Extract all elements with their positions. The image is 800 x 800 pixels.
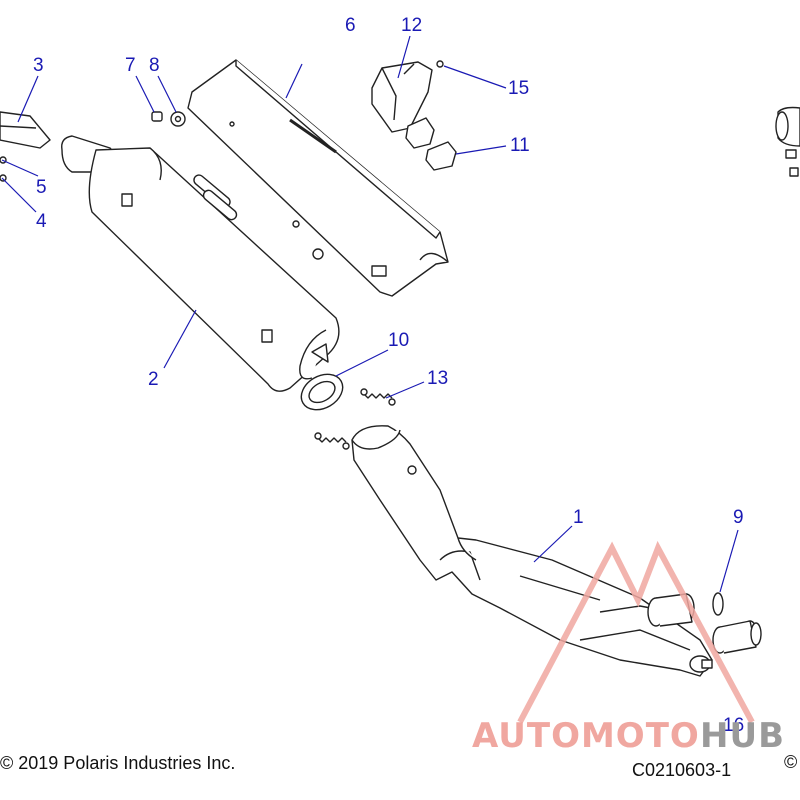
diagram-code: C0210603-1 (632, 760, 732, 780)
callout-10: 10 (388, 330, 410, 351)
callout-12: 12 (401, 15, 423, 36)
part-6-heat-shield (187, 59, 449, 297)
right-edge-parts (775, 106, 800, 177)
part-7-nut (151, 111, 163, 122)
part-15-fastener (436, 60, 444, 68)
part-13-spring-lower (314, 432, 350, 450)
part-12-bracket (371, 61, 433, 133)
callout-5: 5 (36, 177, 47, 198)
leader-lines (1, 35, 739, 593)
callout-7: 7 (125, 55, 136, 76)
callout-3: 3 (33, 55, 44, 76)
watermark-hub: HUB (700, 716, 785, 756)
callout-15: 15 (508, 78, 530, 99)
callout-1: 1 (573, 507, 584, 528)
callout-9: 9 (733, 507, 744, 528)
copyright-text: © 2019 Polaris Industries Inc. (0, 753, 236, 773)
callout-6: 6 (345, 15, 356, 36)
callout-16: 16 (723, 715, 745, 736)
part-3-bracket (0, 111, 51, 149)
part-9-gaskets (712, 592, 762, 646)
part-13-spring-upper (360, 388, 396, 406)
part-8-washer (170, 111, 186, 127)
part-1-header-pipe (351, 425, 713, 677)
part-16-stud (701, 659, 713, 669)
watermark-automoto: AUTOMOTO (472, 716, 700, 756)
part-10-gasket (300, 373, 344, 411)
callout-2: 2 (148, 369, 159, 390)
edge-copyright-mark: © (784, 752, 798, 772)
callout-13: 13 (427, 368, 449, 389)
callout-4: 4 (36, 211, 47, 232)
part-4-5-hardware (0, 156, 7, 182)
part-2-muffler (61, 135, 340, 392)
callout-11: 11 (510, 135, 530, 156)
part-11-isolators (405, 117, 457, 171)
callout-8: 8 (149, 55, 160, 76)
watermark-logo (517, 540, 755, 724)
